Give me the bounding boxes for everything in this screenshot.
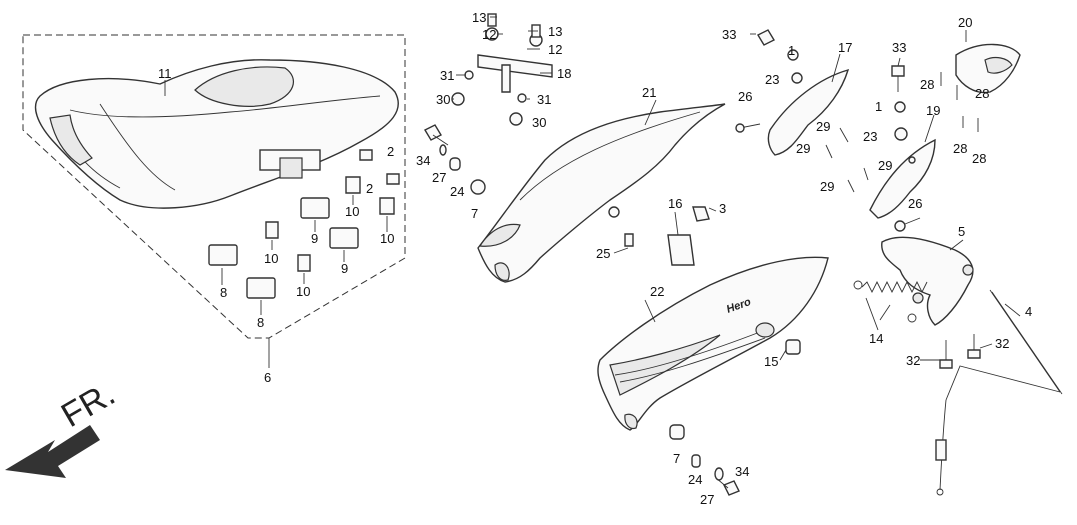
callout-12b: 12 [548,42,562,57]
callout-28d: 28 [972,151,986,166]
callout-8a: 8 [220,285,227,300]
callout-3: 3 [719,201,726,216]
clip-16 [624,206,710,266]
side-cover-22: Hero [597,256,829,431]
seat [34,59,399,209]
callout-27b: 27 [700,492,714,507]
bracket-19 [869,138,936,219]
rubber-bushes [265,149,400,272]
callout-6: 6 [264,370,271,385]
callout-26a: 26 [738,89,752,104]
callout-31a: 31 [440,68,454,83]
callout-32b: 32 [995,336,1009,351]
callout-18: 18 [557,66,571,81]
spring-14 [853,280,928,323]
callout-7b: 7 [673,451,680,466]
callout-16: 16 [668,196,682,211]
callout-8b: 8 [257,315,264,330]
bolts-26 [735,123,921,232]
callout-15: 15 [764,354,778,369]
callout-31b: 31 [537,92,551,107]
callout-9b: 9 [341,261,348,276]
callout-21: 21 [642,85,656,100]
callout-10d: 10 [296,284,310,299]
callout-2b: 2 [366,181,373,196]
callout-33a: 33 [722,27,736,42]
callout-27a: 27 [432,170,446,185]
callout-29d: 29 [820,179,834,194]
callout-10a: 10 [345,204,359,219]
callout-28a: 28 [920,77,934,92]
bolt-set-upper [424,124,486,195]
callout-7a: 7 [471,206,478,221]
callout-28b: 28 [975,86,989,101]
callout-14: 14 [869,331,883,346]
cover-20 [955,43,1021,94]
front-direction-label: FR. [55,375,121,435]
callout-23a: 23 [765,72,779,87]
callout-1b: 1 [875,99,882,114]
callout-2a: 2 [387,144,394,159]
screws-29 [825,127,869,193]
callout-29b: 29 [796,141,810,156]
rubber-blocks [208,197,359,299]
callout-20: 20 [958,15,972,30]
front-direction-arrow [5,425,100,478]
side-cover-21 [477,103,726,283]
callout-5: 5 [958,224,965,239]
callout-24b: 24 [688,472,702,487]
callout-10b: 10 [380,231,394,246]
callout-29a: 29 [816,119,830,134]
cable-4 [935,289,1063,496]
callout-26b: 26 [908,196,922,211]
callout-9a: 9 [311,231,318,246]
callout-10c: 10 [264,251,278,266]
callout-22: 22 [650,284,664,299]
callout-11: 11 [158,66,172,81]
bracket-5 [881,236,974,326]
bolt-15 [785,339,801,355]
callout-29c: 29 [878,158,892,173]
callout-4: 4 [1025,304,1032,319]
callout-24a: 24 [450,184,464,199]
callout-34a: 34 [416,153,430,168]
bolt-set-lower [669,424,740,496]
callout-30a: 30 [436,92,450,107]
callout-19: 19 [926,103,940,118]
callout-34b: 34 [735,464,749,479]
callout-28c: 28 [953,141,967,156]
callout-30b: 30 [532,115,546,130]
bolts-32 [939,334,981,369]
callout-17: 17 [838,40,852,55]
callout-25: 25 [596,246,610,261]
callout-23b: 23 [863,129,877,144]
callout-13b: 13 [548,24,562,39]
callout-32a: 32 [906,353,920,368]
bracket-17 [757,29,850,156]
callout-12a: 12 [482,27,496,42]
callout-33b: 33 [892,40,906,55]
callout-13a: 13 [472,10,486,25]
callout-1a: 1 [788,43,795,58]
bolt-33-right [891,65,908,141]
bolts-28 [940,72,979,132]
